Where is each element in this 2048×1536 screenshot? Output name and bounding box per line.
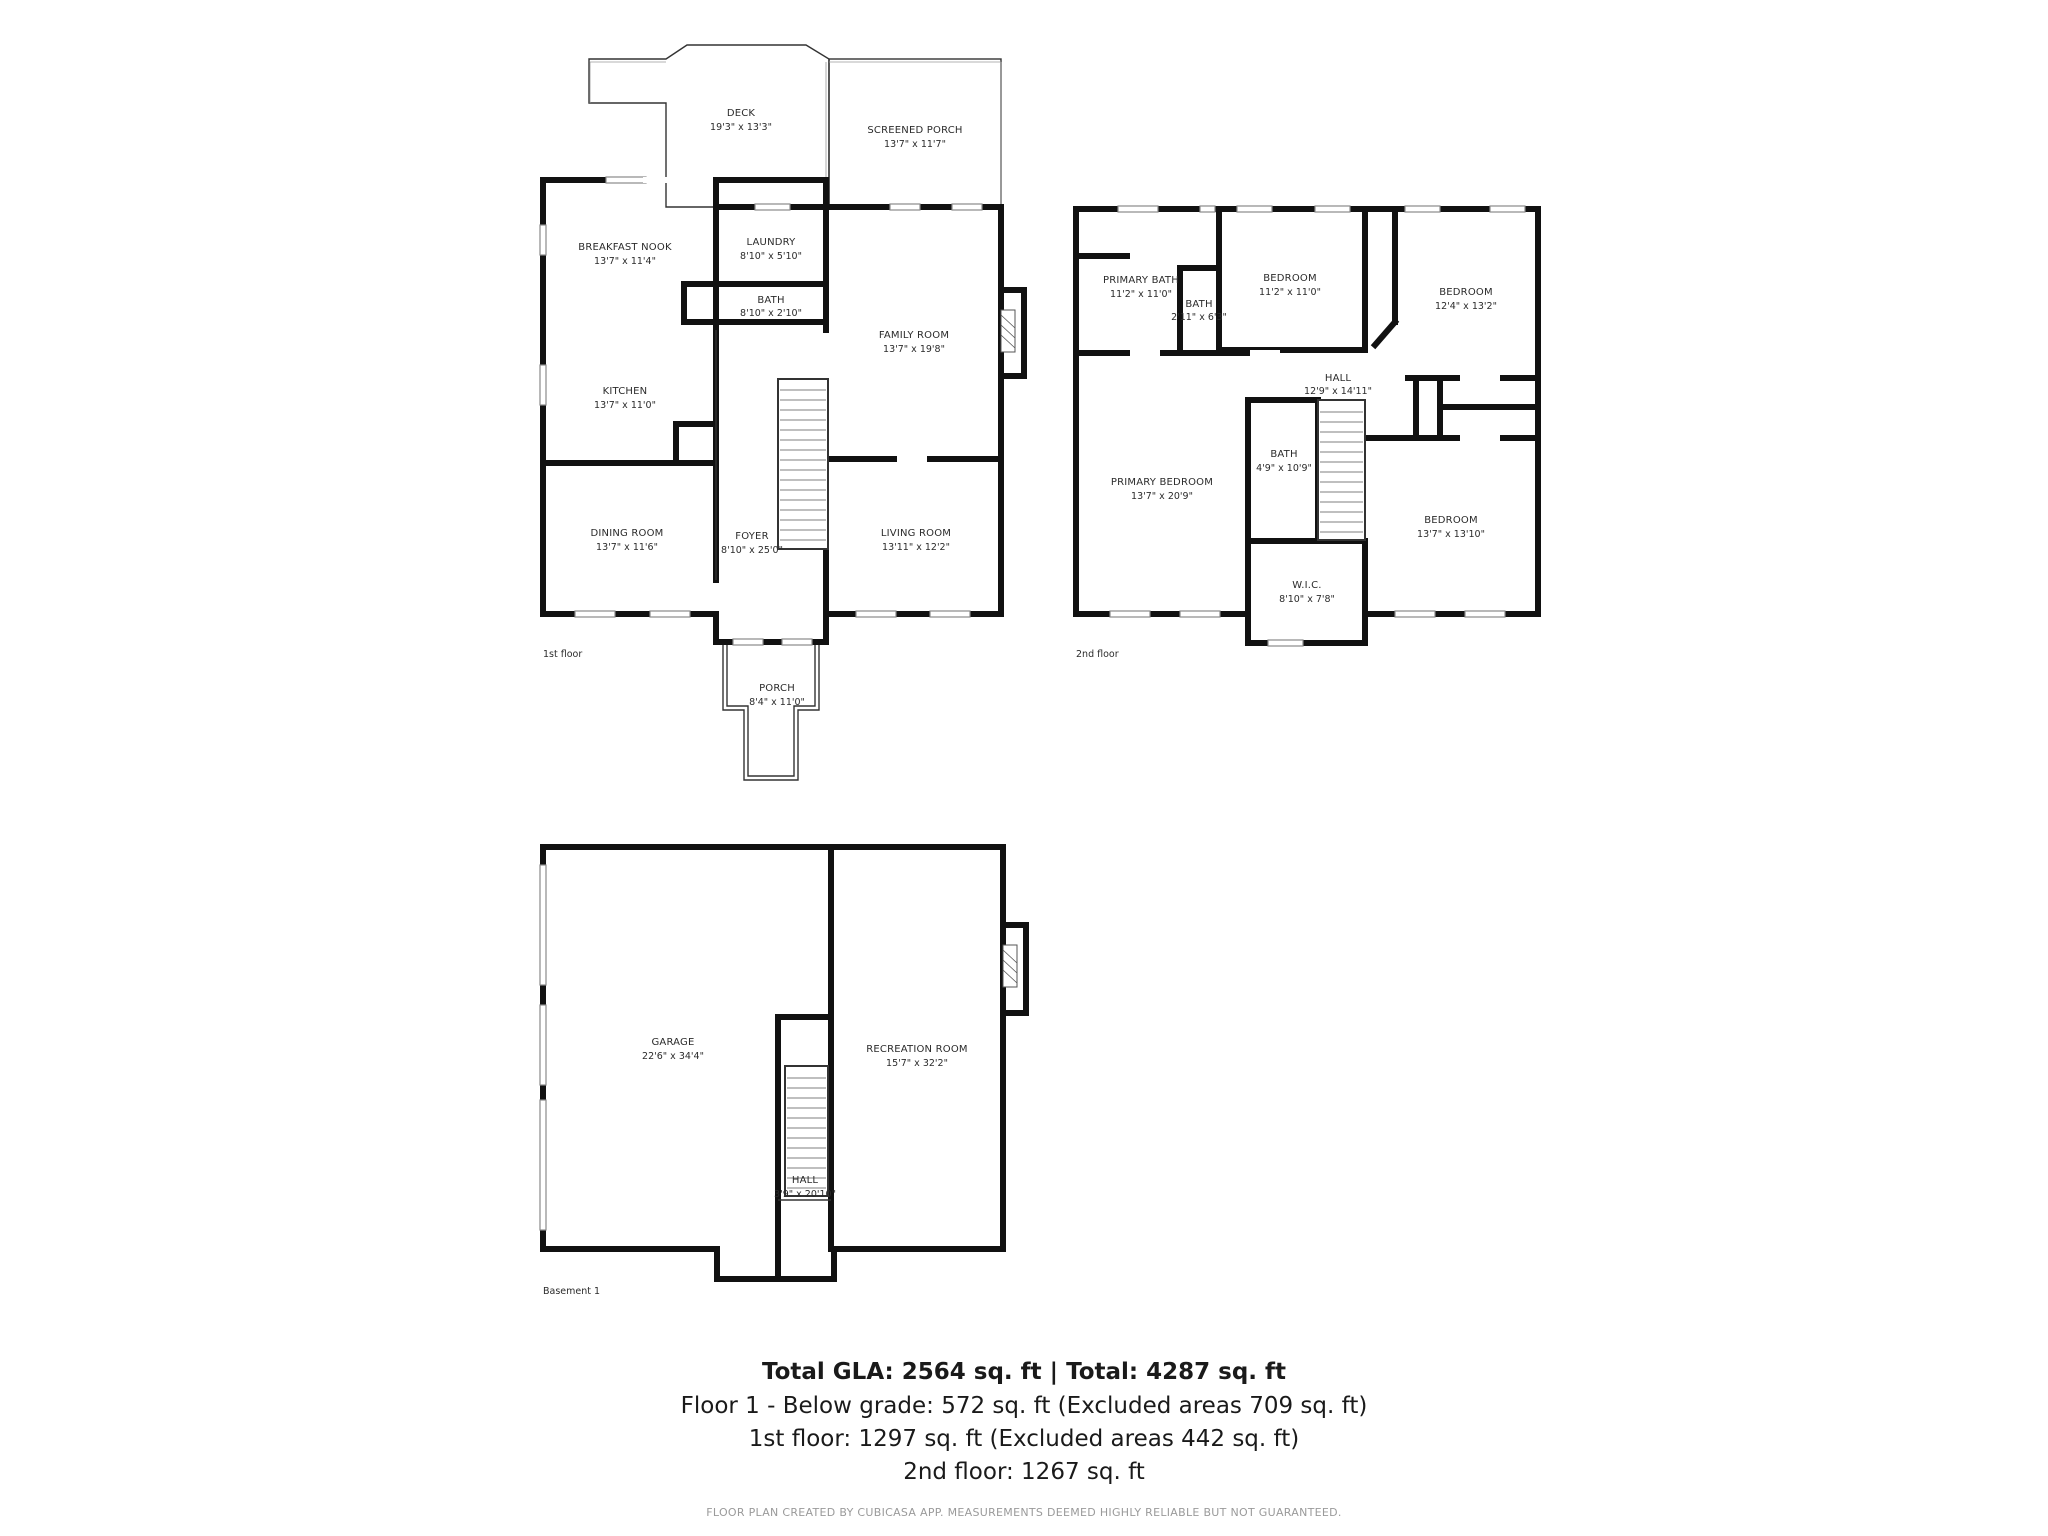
room-dimensions: 15'7" x 32'2": [886, 1058, 948, 1069]
room-dimensions: 13'7" x 11'7": [884, 139, 946, 150]
room-dimensions: 13'7" x 13'10": [1417, 529, 1485, 540]
room-name: DINING ROOM: [590, 528, 663, 539]
room-dimensions: 8'10" x 25'0": [721, 545, 783, 556]
room-dimensions: 13'7" x 11'4": [594, 256, 656, 267]
room-name: PORCH: [759, 683, 795, 694]
room-dimensions: 22'6" x 34'4": [642, 1051, 704, 1062]
total-area-headline: Total GLA: 2564 sq. ft | Total: 4287 sq.…: [761, 1359, 1287, 1385]
room-name: FAMILY ROOM: [879, 330, 949, 341]
room-name: BATH: [757, 295, 784, 306]
room-dimensions: 19'3" x 13'3": [710, 122, 772, 133]
room-name: PRIMARY BEDROOM: [1111, 477, 1213, 488]
room-name: BEDROOM: [1424, 515, 1478, 526]
room-dimensions: 11'2" x 11'0": [1110, 289, 1172, 300]
first-floor-area: 1st floor: 1297 sq. ft (Excluded areas 4…: [748, 1426, 1300, 1452]
second-floor-plan: PRIMARY BATH 11'2" x 11'0" BATH 2'11" x …: [1073, 205, 1541, 660]
room-dimensions: 3'9" x 20'10": [774, 1189, 836, 1200]
below-grade-area: Floor 1 - Below grade: 572 sq. ft (Exclu…: [680, 1393, 1368, 1419]
room-dimensions: 8'10" x 2'10": [740, 308, 802, 319]
floor-label: Basement 1: [543, 1286, 600, 1297]
room-name: HALL: [792, 1175, 819, 1186]
room-dimensions: 2'11" x 6'3": [1171, 312, 1227, 323]
room-dimensions: 11'2" x 11'0": [1259, 287, 1321, 298]
room-dimensions: 13'7" x 19'8": [883, 344, 945, 355]
room-dimensions: 13'11" x 12'2": [882, 542, 950, 553]
room-dimensions: 12'9" x 14'11": [1304, 386, 1372, 397]
second-floor-area: 2nd floor: 1267 sq. ft: [903, 1459, 1145, 1485]
room-dimensions: 13'7" x 11'0": [594, 400, 656, 411]
room-name: DECK: [727, 108, 756, 119]
room-name: HALL: [1325, 373, 1352, 384]
room-name: RECREATION ROOM: [866, 1044, 968, 1055]
floor-label: 1st floor: [543, 649, 582, 660]
room-dimensions: 13'7" x 20'9": [1131, 491, 1193, 502]
room-dimensions: 12'4" x 13'2": [1435, 301, 1497, 312]
room-name: LAUNDRY: [747, 237, 797, 248]
room-dimensions: 13'7" x 11'6": [596, 542, 658, 553]
basement-plan: GARAGE 22'6" x 34'4" RECREATION ROOM 15'…: [539, 844, 1029, 1297]
room-name: KITCHEN: [603, 386, 648, 397]
room-name: W.I.C.: [1292, 580, 1321, 591]
room-name: GARAGE: [651, 1037, 694, 1048]
floor-label: 2nd floor: [1076, 649, 1119, 660]
room-dimensions: 4'9" x 10'9": [1256, 463, 1312, 474]
room-name: BEDROOM: [1263, 273, 1317, 284]
room-name: BEDROOM: [1439, 287, 1493, 298]
first-floor-plan: DECK 19'3" x 13'3" SCREENED PORCH 13'7" …: [539, 44, 1027, 781]
room-name: PRIMARY BATH: [1103, 275, 1179, 286]
room-dimensions: 8'4" x 11'0": [749, 697, 805, 708]
room-name: LIVING ROOM: [881, 528, 951, 539]
room-dimensions: 8'10" x 5'10": [740, 251, 802, 262]
room-name: FOYER: [735, 531, 768, 542]
room-name: BREAKFAST NOOK: [578, 242, 672, 253]
room-dimensions: 8'10" x 7'8": [1279, 594, 1335, 605]
disclaimer-footer: FLOOR PLAN CREATED BY CUBICASA APP. MEAS…: [706, 1506, 1342, 1519]
room-name: BATH: [1185, 299, 1212, 310]
room-name: BATH: [1270, 449, 1297, 460]
room-name: SCREENED PORCH: [867, 125, 962, 136]
